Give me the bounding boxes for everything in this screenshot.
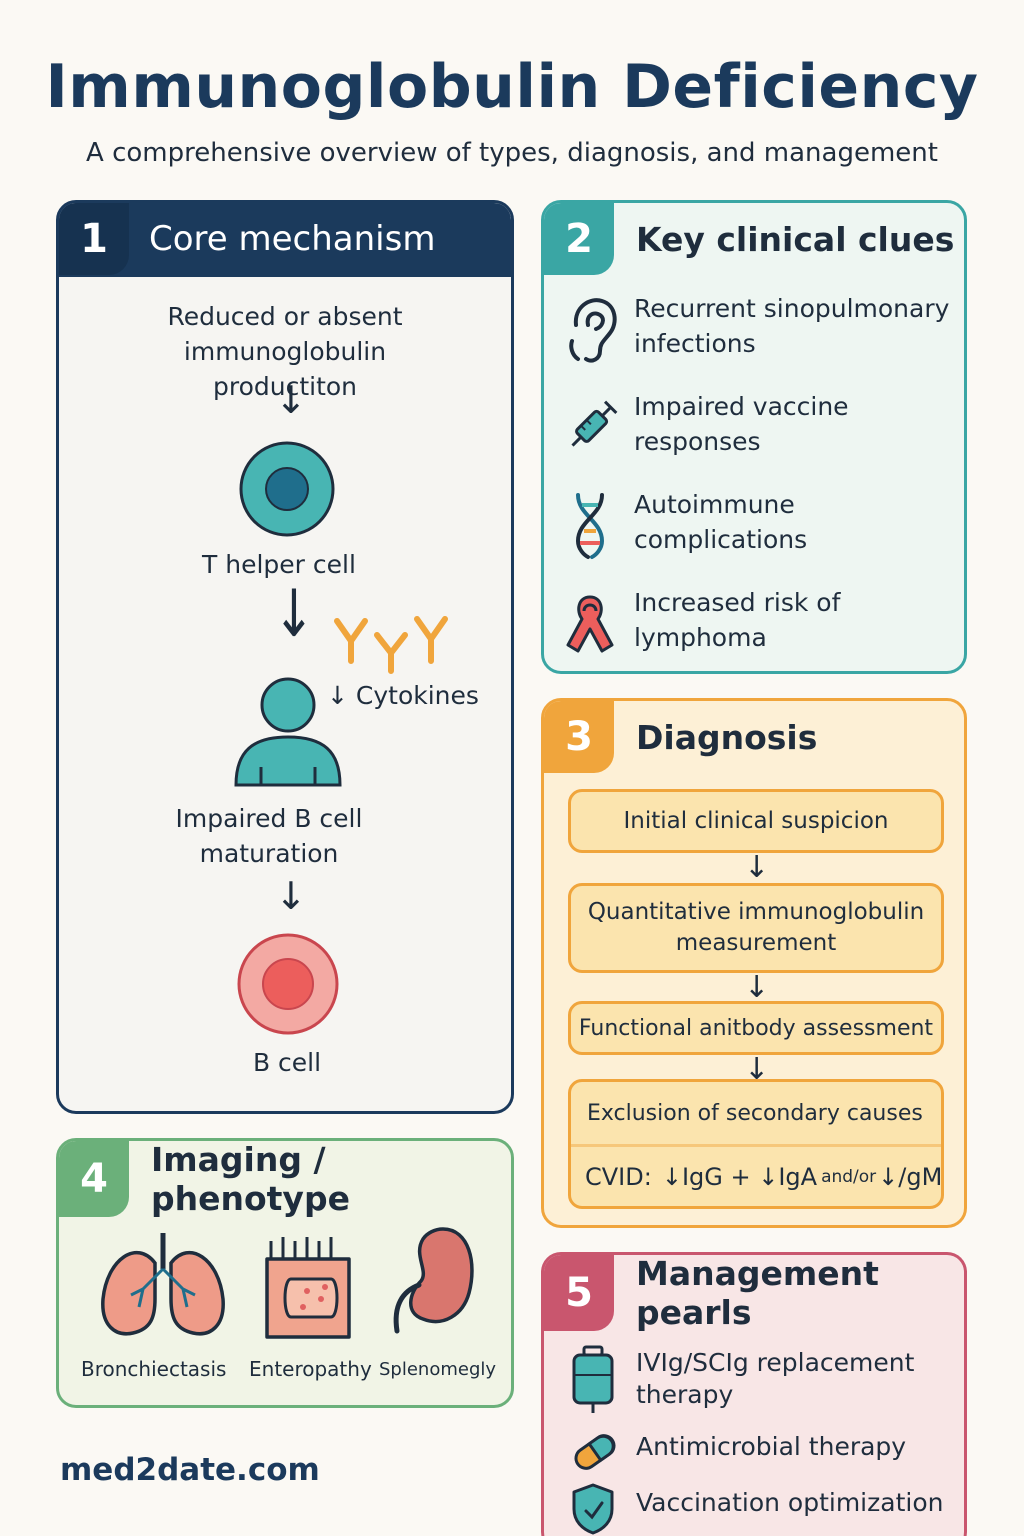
organ-label: Bronchiectasis	[81, 1357, 227, 1381]
syringe-icon	[571, 400, 618, 447]
clue-item: Impaired vaccine responses	[544, 389, 964, 469]
spleen-icon	[393, 1227, 474, 1334]
section-title: Imaging / phenotype	[151, 1140, 350, 1218]
dna-icon	[575, 493, 605, 559]
down-arrow-icon: ↓	[275, 874, 307, 918]
clinical-clues-card: 2 Key clinical clues Recurrent sinopulmo…	[541, 200, 967, 674]
management-header: 5 Management pearls	[544, 1255, 964, 1332]
management-card: 5 Management pearls IVIg/SCIg replacemen…	[541, 1252, 967, 1536]
diagnosis-card: 3 Diagnosis Initial clinical suspicion ↓…	[541, 698, 967, 1228]
cvid-part1: ↓IgG + ↓IgA	[661, 1163, 818, 1191]
clue-text: Impaired vaccine responses	[634, 392, 849, 456]
core-mechanism-card: 1 Core mechanism Reduced or absent immun…	[56, 200, 514, 1114]
organ-label: Enteropathy	[249, 1357, 372, 1381]
capsule-icon	[574, 1434, 616, 1470]
diagnosis-step: Functional anitbody assessment	[568, 1001, 944, 1055]
diagnosis-header: 3 Diagnosis	[544, 701, 964, 773]
lungs-icon	[101, 1233, 225, 1336]
cvid-criteria: CVID: ↓IgG + ↓IgA and/or ↓/gM	[585, 1148, 943, 1206]
section-title: Management pearls	[636, 1254, 879, 1332]
section-number: 1	[59, 203, 129, 275]
shield-icon	[572, 1483, 614, 1535]
exclusion-box: Exclusion of secondary causes CVID: ↓IgG…	[568, 1079, 944, 1209]
clue-item: Recurrent sinopulmonary infections	[544, 291, 964, 371]
pearl-text: IVIg/SCIg replacement therapy	[636, 1348, 915, 1409]
clue-text: Increased risk of lymphoma	[634, 588, 841, 652]
intestine-icon	[265, 1237, 351, 1339]
divider	[571, 1144, 941, 1147]
section-number: 3	[544, 701, 614, 773]
pearl-text: Vaccination optimization	[636, 1488, 944, 1517]
clue-item: Increased risk of lymphoma	[544, 585, 964, 665]
cvid-part2: and/or	[821, 1167, 877, 1187]
section-title: Core mechanism	[149, 219, 436, 259]
section-number: 5	[544, 1255, 614, 1331]
t-helper-cell-icon	[239, 441, 335, 537]
down-arrow-icon: ↓	[744, 970, 770, 1005]
diagnosis-step: Quantitative immunoglobulin measurement	[568, 883, 944, 973]
reduced-production-text: Reduced or absent immunoglobulin product…	[167, 302, 403, 401]
page-subtitle: A comprehensive overview of types, diagn…	[86, 138, 938, 168]
t-helper-cell-label: T helper cell	[202, 550, 356, 579]
b-cell-person-icon	[234, 677, 342, 787]
diagnosis-step: Initial clinical suspicion	[568, 789, 944, 853]
clinical-clues-header: 2 Key clinical clues	[544, 203, 964, 275]
cvid-prefix: CVID:	[585, 1163, 652, 1191]
imaging-header: 4 Imaging / phenotype	[59, 1141, 511, 1218]
down-arrow-icon: ↓	[275, 378, 307, 422]
cvid-part3: ↓/gM	[878, 1163, 943, 1191]
ribbon-icon	[566, 595, 614, 653]
iv-bag-icon	[572, 1345, 614, 1413]
antibody-icon	[334, 616, 448, 674]
cytokines-label: ↓ Cytokines	[327, 681, 479, 710]
down-arrow-icon: ↓	[744, 850, 770, 885]
organ-label: Splenomegly	[379, 1359, 497, 1380]
down-arrow-icon: ↓	[273, 576, 315, 652]
b-cell-label: B cell	[252, 1048, 322, 1077]
clue-text: Autoimmune complications	[634, 490, 808, 554]
b-cell-icon	[237, 933, 339, 1035]
section-number: 2	[544, 203, 614, 275]
diagnosis-step: Exclusion of secondary causes	[587, 1100, 923, 1126]
section-number: 4	[59, 1141, 129, 1217]
pearl-text: Antimicrobial therapy	[636, 1432, 907, 1461]
ear-icon	[569, 298, 617, 363]
section-title: Diagnosis	[636, 717, 818, 757]
clue-text: Recurrent sinopulmonary infections	[634, 294, 950, 358]
impaired-maturation-label: Impaired B cell maturation	[175, 804, 363, 868]
section-title: Key clinical clues	[636, 219, 955, 259]
core-mechanism-header: 1 Core mechanism	[59, 203, 511, 277]
page-title: Immunoglobulin Deficiency	[45, 52, 979, 122]
clue-item: Autoimmune complications	[544, 487, 964, 567]
imaging-card: 4 Imaging / phenotype Bronchiectasis Ent…	[56, 1138, 514, 1408]
footer-site[interactable]: med2date.com	[60, 1452, 320, 1488]
